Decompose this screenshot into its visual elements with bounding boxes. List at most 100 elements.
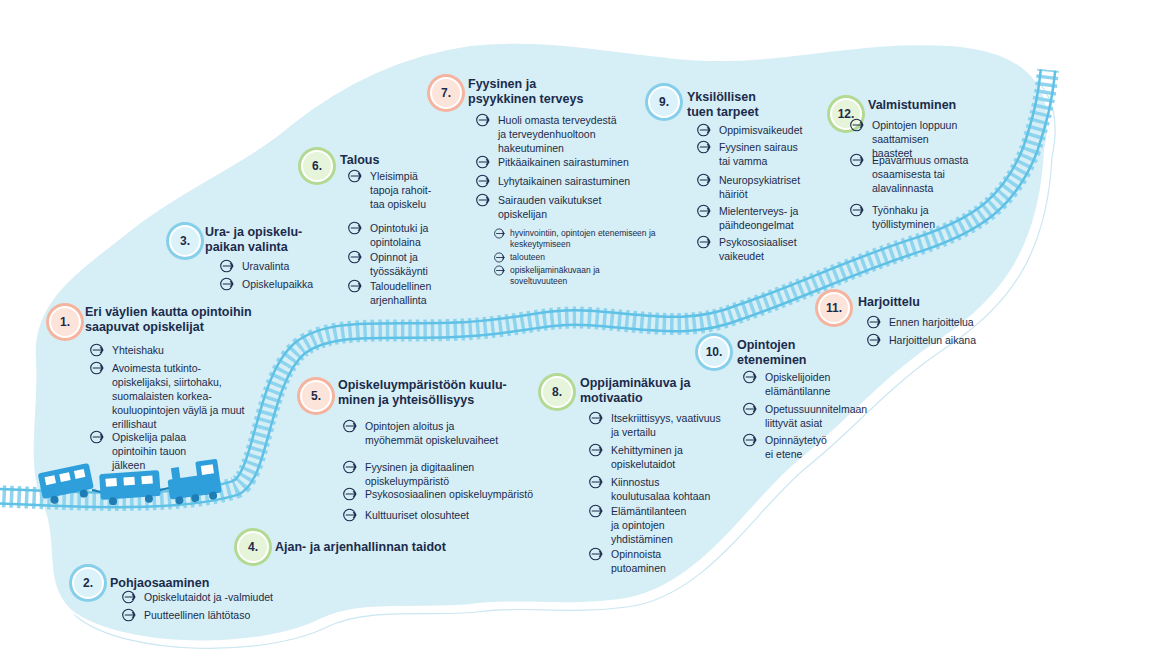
wagon [99, 470, 161, 506]
icon-arrow [346, 424, 356, 429]
icon-arrow [853, 208, 863, 213]
icon-arrow [93, 348, 103, 353]
bullet-item: Opiskelija palaa opintoihin tauon jälkee… [90, 430, 193, 472]
bullet-arrow-icon [220, 259, 234, 273]
bullet-arrow-icon [343, 487, 357, 501]
icon-ring [344, 488, 356, 500]
bullet-text: Ennen harjoittelua [889, 315, 1009, 329]
bullet-text: talouteen [510, 252, 660, 263]
bullet-item: Uravalinta [220, 259, 363, 273]
callout-number: 4. [237, 531, 269, 563]
bullet-item: Pitkäaikainen sairastuminen [476, 155, 649, 169]
bullet-arrow-icon [348, 169, 362, 183]
bullet-text: hyvinvointiin, opintojen etenemiseen ja … [510, 228, 660, 250]
icon-arrow [125, 613, 135, 618]
bullet-item: Opetussuunnitelmaan liittyvät asiat [743, 402, 866, 430]
bullet-arrow-icon [122, 608, 136, 622]
bullet-arrow-icon [697, 140, 711, 154]
icon-ring [349, 170, 361, 182]
bullet-arrow-icon [348, 221, 362, 235]
locomotive [165, 459, 222, 506]
bullet-arrow-icon [476, 193, 490, 207]
section-heading-block: Oppijaminäkuva ja motivaatio [580, 376, 710, 406]
icon-arrow [592, 509, 602, 514]
bullet-item: Yleisimpiä tapoja rahoit- taa opiskelu [348, 169, 443, 211]
icon-ring [477, 156, 489, 168]
icon-ring [123, 609, 135, 621]
section-heading-block: Opintojen eteneminen [737, 338, 832, 368]
icon-arrow [746, 407, 756, 412]
bullet-item: Opiskelutaidot ja -valmiudet [122, 590, 345, 604]
bullet-text: opiskelijaminäkuvaan ja soveltuvuuteen [510, 265, 620, 287]
section-node: 8.Oppijaminäkuva ja motivaatio [541, 376, 573, 408]
callout-number: 1. [49, 306, 81, 338]
bullet-item: Lyhytaikainen sairastuminen [476, 174, 649, 188]
wheel [175, 496, 184, 505]
section-heading: Oppijaminäkuva ja motivaatio [580, 376, 710, 406]
bullet-text: Psykososiaalinen opiskeluympäristö [365, 487, 565, 501]
icon-arrow [592, 416, 602, 421]
section-node: 6.Talous [301, 150, 333, 182]
bullet-arrow-icon [697, 235, 711, 249]
bullet-item: Epävarmuus omasta osaamisesta tai alaval… [850, 153, 970, 195]
bullet-item: Opiskelupaikka [220, 277, 363, 291]
bullet-text: Huoli omasta terveydestä ja terveydenhuo… [498, 113, 622, 155]
section-heading: Yksilöllisen tuen tarpeet [687, 90, 782, 120]
bullet-text: Opiskelutaidot ja -valmiudet [144, 590, 344, 604]
section-heading: Eri väylien kautta opintoihin saapuvat o… [85, 305, 285, 335]
callout-number: 8. [541, 376, 573, 408]
bullet-text: Epävarmuus omasta osaamisesta tai alaval… [872, 153, 969, 195]
section-heading: Fyysinen ja psyykkinen terveys [468, 77, 593, 107]
wheel [209, 491, 218, 500]
bullet-arrow-icon [589, 547, 603, 561]
section-heading: Talous [340, 153, 440, 168]
bullet-text: Pitkäaikainen sairastuminen [498, 155, 648, 169]
icon-ring [495, 229, 504, 238]
icon-arrow [479, 179, 489, 184]
icon-arrow [497, 256, 505, 260]
sub-bullet-item: opiskelijaminäkuvaan ja soveltuvuuteen [494, 265, 621, 287]
section-heading-block: Valmistuminen [868, 98, 988, 113]
bullet-text: Opetussuunnitelmaan liittyvät asiat [765, 402, 865, 430]
bullet-text: Uravalinta [242, 259, 362, 273]
bullet-item: Kulttuuriset olosuhteet [343, 508, 566, 522]
bullet-text: Opiskelijoiden elämäntilanne [765, 370, 850, 398]
bullet-arrow-icon [589, 475, 603, 489]
bullet-text: Lyhytaikainen sairastuminen [498, 174, 648, 188]
bullet-item: Elämäntilanteen ja opintojen yhdistämine… [589, 504, 694, 546]
icon-ring [698, 141, 710, 153]
wagon-window [59, 472, 70, 482]
bullet-arrow-icon [343, 419, 357, 433]
icon-ring [221, 278, 233, 290]
wheel [50, 495, 59, 504]
section-heading: Opiskeluympäristöön kuulu- minen ja yhte… [338, 378, 533, 408]
bullet-arrow-icon [867, 315, 881, 329]
bullet-item: Opintotuki ja opintolaina [348, 221, 451, 249]
bullet-arrow-icon [476, 155, 490, 169]
icon-ring [349, 251, 361, 263]
callout-number: 2. [72, 567, 104, 599]
icon-ring [590, 505, 602, 517]
bullet-item: Kehittyminen ja opiskelutaidot [589, 443, 692, 471]
bullet-text: Kulttuuriset olosuhteet [365, 508, 565, 522]
bullet-arrow-icon [220, 277, 234, 291]
callout-number: 9. [648, 86, 680, 118]
icon-ring [851, 204, 863, 216]
bullet-item: Oppimisvaikeudet [697, 123, 830, 137]
wagon [38, 463, 96, 506]
bullet-text: Opintojen loppuun saattamisen haasteet [872, 118, 964, 160]
bullet-text: Psykososiaaliset vaikeudet [719, 235, 809, 263]
icon-arrow [700, 178, 710, 183]
icon-arrow [351, 226, 361, 231]
bullet-item: Fyysinen ja digitaalinen opiskeluympäris… [343, 460, 526, 488]
bullet-arrow-icon [494, 228, 505, 239]
bullet-item: Kiinnostus koulutusalaa kohtaan [589, 475, 722, 503]
section-heading-block: Pohjaosaaminen [110, 576, 310, 591]
loco-window [201, 464, 214, 475]
icon-ring [495, 266, 504, 275]
section-node: 5.Opiskeluympäristöön kuulu- minen ja yh… [300, 380, 332, 412]
wagon-body [99, 470, 161, 500]
wheel [191, 494, 200, 503]
icon-ring [91, 344, 103, 356]
bullet-text: Kiinnostus koulutusalaa kohtaan [611, 475, 721, 503]
